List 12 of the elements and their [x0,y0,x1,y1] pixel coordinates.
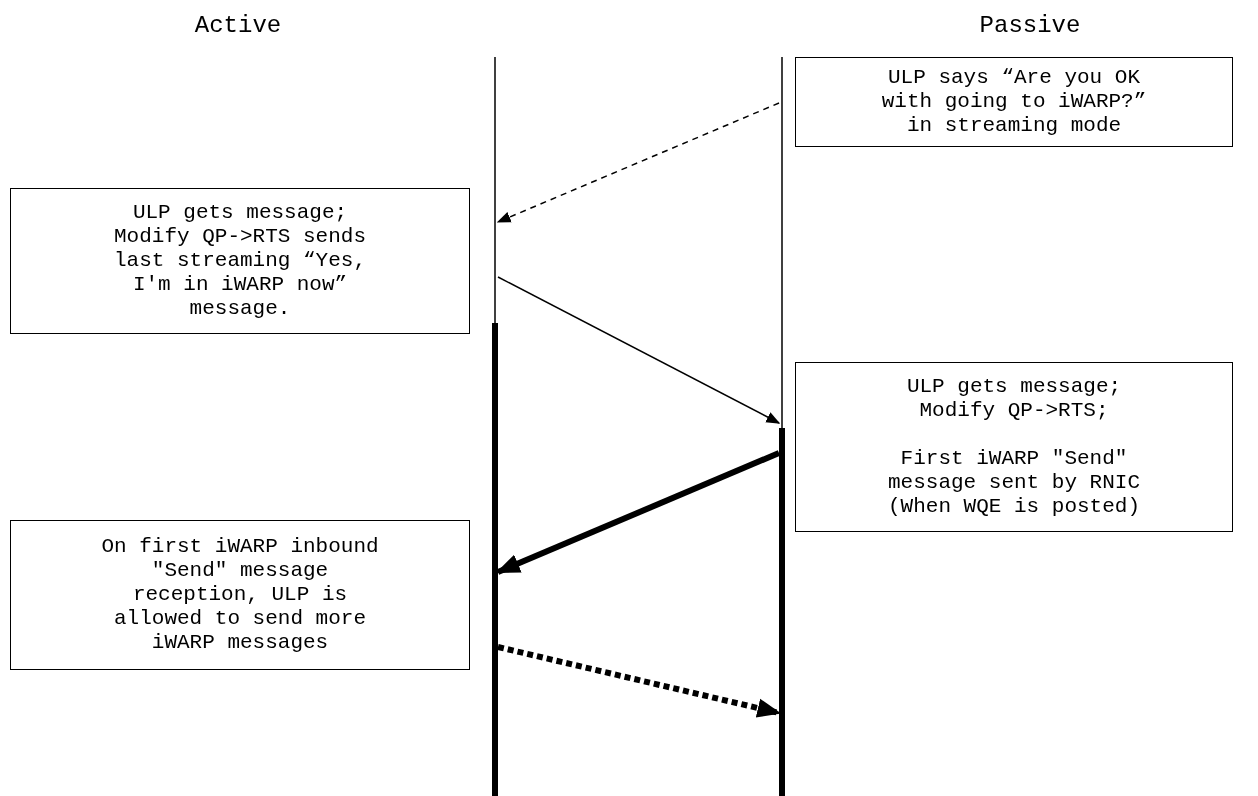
message-arrow [497,644,782,718]
message-arrow [496,102,780,223]
note-text: First iWARP "Send" message sent by RNIC (When WQE is posted) [886,447,1141,519]
note-box: On first iWARP inbound "Send" message reception, ULP is allowed to send more iWARP messages [10,520,470,670]
note-box [795,362,1233,532]
note-text: ULP gets message; Modify QP->RTS; [905,375,1123,423]
lifeline-title: Active [168,14,308,38]
lifeline-title: Passive [950,14,1110,38]
message-arrow [497,276,781,424]
note-box: ULP gets message; Modify QP->RTS sends last streaming “Yes, I'm in iWARP now” message. [10,188,470,334]
message-arrow [495,450,781,575]
note-box: ULP says “Are you OK with going to iWARP?” in streaming mode [795,57,1233,147]
